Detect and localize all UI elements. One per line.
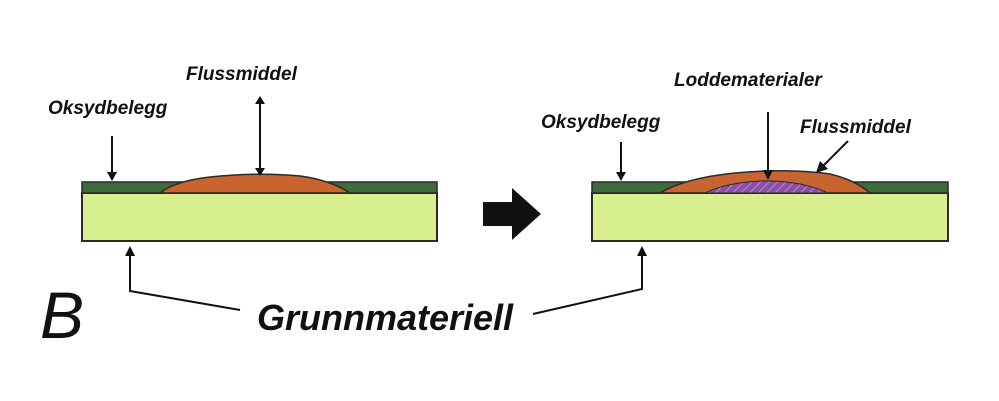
left-flux-deposit	[157, 173, 353, 194]
right-flux-arrow	[816, 140, 849, 173]
right-panel	[591, 170, 949, 242]
left-oxide-arrow	[107, 136, 117, 181]
left-oxide-label: Oksydbelegg	[48, 98, 168, 119]
right-oxide-label: Oksydbelegg	[541, 112, 661, 133]
left-flux-arrow	[255, 96, 265, 176]
base-material-leader-lines	[125, 246, 647, 315]
left-panel	[81, 173, 438, 242]
right-solder-arrow	[763, 112, 773, 180]
base-material-label: Grunnmateriell	[257, 297, 514, 338]
right-solder-deposit	[704, 180, 829, 194]
figure-letter: B	[40, 278, 84, 352]
right-base-material	[591, 192, 949, 242]
left-base-material	[81, 192, 438, 242]
left-flux-label: Flussmiddel	[186, 64, 298, 85]
right-oxide-arrow	[616, 142, 626, 181]
right-flux-label: Flussmiddel	[800, 117, 912, 138]
right-solder-label: Loddematerialer	[674, 70, 823, 91]
transition-arrow-icon	[483, 188, 541, 240]
